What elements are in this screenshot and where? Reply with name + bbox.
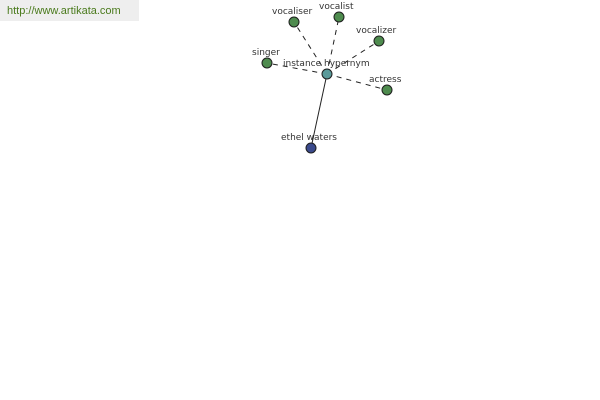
edge-actress xyxy=(326,73,388,91)
node-label-actress[interactable]: actress xyxy=(369,75,402,85)
edge-ethel-waters xyxy=(310,73,328,149)
site-url-link[interactable]: http://www.artikata.com xyxy=(0,0,139,21)
node-label-vocalizer[interactable]: vocalizer xyxy=(356,26,397,36)
edge-vocalizer xyxy=(326,40,380,75)
node-vocalist[interactable] xyxy=(333,11,345,23)
node-instance-hypernym[interactable] xyxy=(321,68,333,80)
node-label-vocalist[interactable]: vocalist xyxy=(319,2,354,12)
node-label-vocaliser[interactable]: vocaliser xyxy=(272,7,313,17)
node-label-instance-hypernym[interactable]: instance hypernym xyxy=(283,59,370,69)
graph-edges xyxy=(266,16,388,149)
edge-singer xyxy=(266,62,328,75)
node-label-ethel-waters[interactable]: ethel waters xyxy=(281,133,337,143)
node-ethel-waters[interactable] xyxy=(305,142,317,154)
node-label-singer[interactable]: singer xyxy=(252,48,280,58)
graph-labels: vocaliser vocalist vocalizer singer actress i… xyxy=(252,2,402,143)
node-singer[interactable] xyxy=(261,57,273,69)
node-actress[interactable] xyxy=(381,84,393,96)
graph-nodes xyxy=(261,11,393,154)
node-vocaliser[interactable] xyxy=(288,16,300,28)
edge-vocaliser xyxy=(293,21,328,75)
node-vocalizer[interactable] xyxy=(373,35,385,47)
